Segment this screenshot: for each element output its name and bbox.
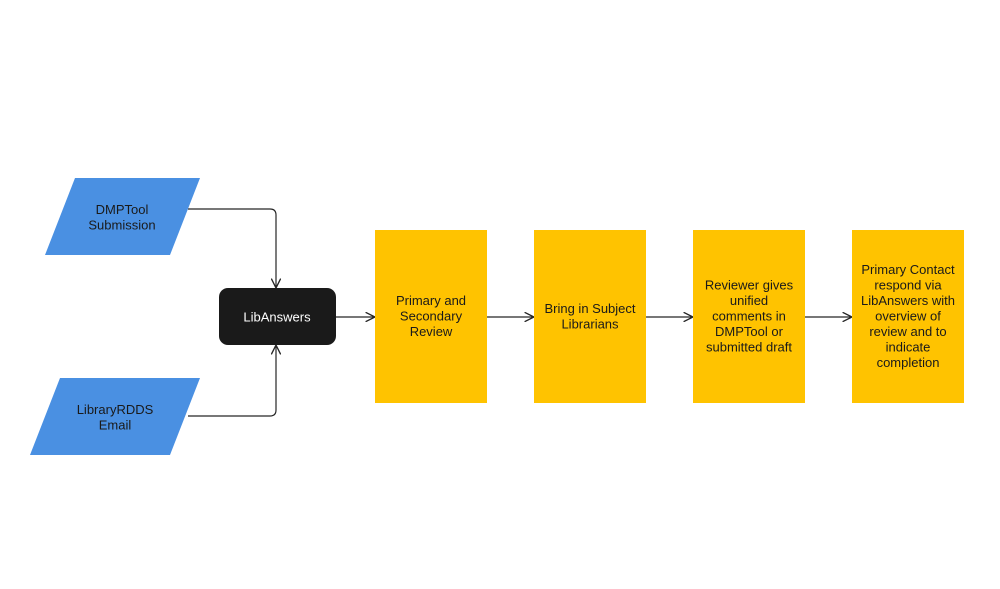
node-label-line: Secondary	[400, 309, 463, 324]
step-box	[534, 230, 646, 403]
node-label-line: Email	[99, 417, 132, 432]
node-label-line: unified	[730, 293, 768, 308]
node-label-line: LibAnswers with	[861, 293, 955, 308]
node-label: LibAnswers	[243, 310, 311, 325]
node-label-line: Primary Contact	[861, 262, 955, 277]
node-label-line: comments in	[712, 309, 786, 324]
node-label-line: DMPTool	[96, 202, 149, 217]
node-label-line: LibAnswers	[243, 310, 311, 325]
rounded-rect-shape	[219, 288, 336, 345]
node-label-line: submitted draft	[706, 340, 792, 355]
parallelogram-shape	[45, 178, 200, 255]
node-label-line: overview of	[875, 309, 941, 324]
parallelogram-shape	[30, 378, 200, 455]
node-label-line: Primary and	[396, 293, 466, 308]
step-box	[375, 230, 487, 403]
node-label-line: review and to	[869, 324, 946, 339]
step-box	[852, 230, 964, 403]
node-label-line: DMPTool or	[715, 324, 784, 339]
node-label-line: indicate	[886, 340, 931, 355]
connector-dmptool-to-libanswers	[188, 208, 276, 287]
node-label-line: LibraryRDDS	[77, 402, 154, 417]
node-label-line: Librarians	[561, 316, 619, 331]
node-label-line: respond via	[874, 278, 942, 293]
step-box	[693, 230, 805, 403]
node-libanswers: LibAnswers	[219, 288, 336, 345]
node-label-line: completion	[877, 355, 940, 370]
connector-libraryrdds-to-libanswers	[188, 346, 276, 417]
node-label-line: Submission	[88, 217, 155, 232]
node-label-line: Bring in Subject	[544, 301, 635, 316]
connectors	[188, 208, 851, 417]
node-label-line: Reviewer gives	[705, 278, 794, 293]
node-label-line: Review	[410, 324, 453, 339]
